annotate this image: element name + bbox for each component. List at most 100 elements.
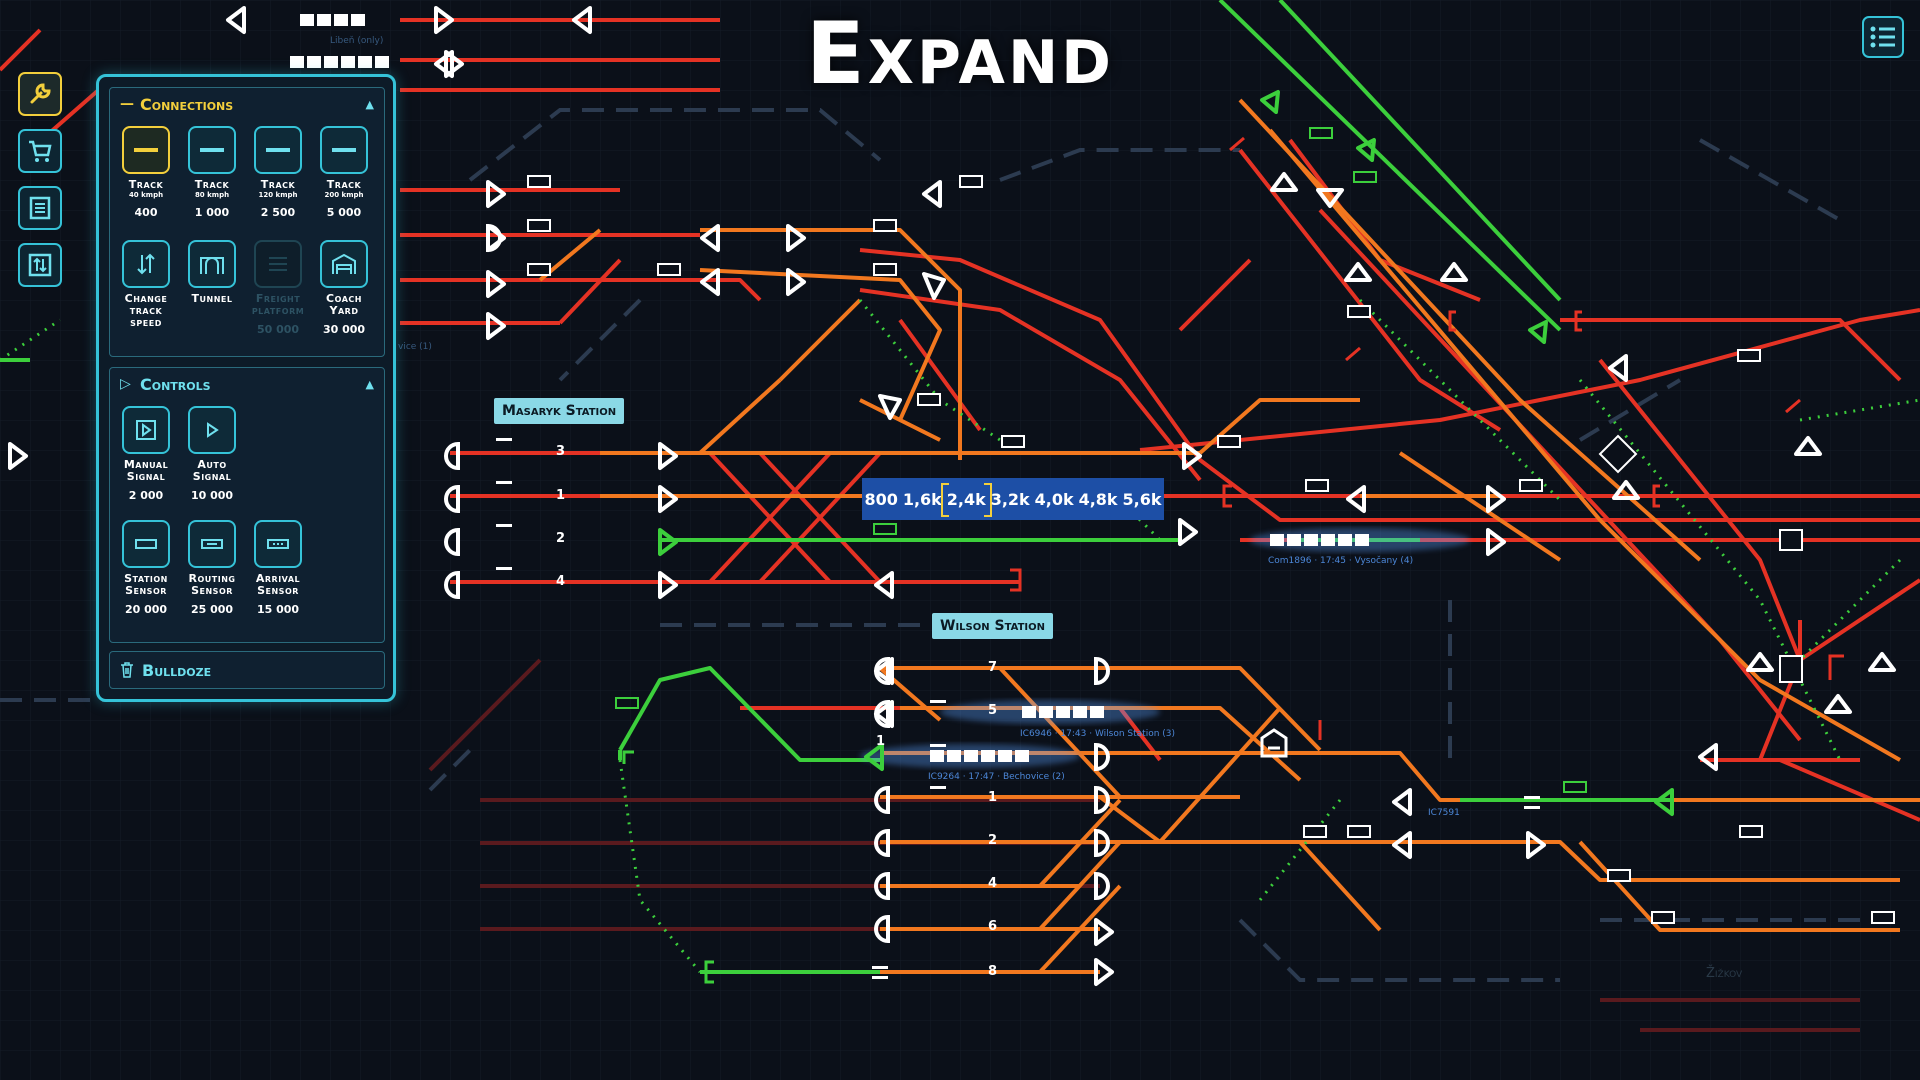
chevron-up-icon[interactable]: ▲ <box>365 97 374 111</box>
station-sensor-item[interactable]: Station Sensor 20 000 <box>116 520 176 616</box>
platform-number: 2 <box>556 531 566 546</box>
item-speed: 40 kmph <box>128 191 164 199</box>
item-price: 50 000 <box>256 323 300 336</box>
routing-sensor-markers[interactable] <box>1598 434 1803 683</box>
tool-rail <box>18 72 64 300</box>
station-label-wilson[interactable]: Wilson Station <box>932 613 1053 639</box>
routing-sensor-item[interactable]: Routing Sensor 25 000 <box>182 520 242 616</box>
speed-option[interactable]: 4,8k <box>1078 489 1118 509</box>
item-price: 25 000 <box>190 603 234 616</box>
green-sensors[interactable] <box>615 127 1587 793</box>
speed-option[interactable]: 3,2k <box>990 489 1030 509</box>
item-price: 15 000 <box>256 603 300 616</box>
speed-option[interactable]: 800 <box>864 489 898 509</box>
platform-number: 8 <box>988 964 998 979</box>
item-name: Routing Sensor <box>188 572 236 597</box>
chevron-up-icon[interactable]: ▲ <box>365 377 374 391</box>
buffer-stops <box>444 223 1110 944</box>
train-label: IC6946 · 17:43 · Wilson Station (3) <box>1020 729 1176 739</box>
speed-option[interactable]: 1,6k <box>902 489 942 509</box>
routing-tool-button[interactable] <box>18 243 62 287</box>
item-price: 20 000 <box>124 603 168 616</box>
item-name: Tunnel <box>191 292 233 305</box>
freight-platform-item[interactable]: Freight platform 50 000 <box>248 240 308 336</box>
green-tracks <box>0 0 1670 974</box>
item-speed: 120 kmph <box>258 191 298 199</box>
track-40-item[interactable]: Track 40 kmph 400 <box>116 126 176 219</box>
platform-number: 6 <box>988 919 998 934</box>
item-name: Track <box>260 178 296 191</box>
coach-yard-item[interactable]: Coach Yard 30 000 <box>314 240 374 336</box>
trash-icon <box>121 662 133 678</box>
speed-selector[interactable]: 800 1,6k 2,4k 3,2k 4,0k 4,8k 5,6k <box>862 478 1164 520</box>
platform-markers <box>496 438 1540 979</box>
signals[interactable] <box>8 6 1896 986</box>
route-swap-icon <box>28 253 52 277</box>
station-label-masaryk[interactable]: Masaryk Station <box>494 398 625 424</box>
wrench-icon <box>30 83 51 104</box>
bulldoze-button[interactable]: Bulldoze <box>109 651 385 689</box>
menu-button[interactable] <box>1862 16 1904 58</box>
item-name: Freight platform <box>251 292 305 317</box>
auto-signal-item[interactable]: Auto Signal 10 000 <box>182 406 242 502</box>
manual-signal-item[interactable]: Manual Signal 2 000 <box>116 406 176 502</box>
item-name: Auto Signal <box>192 458 232 483</box>
track-80-item[interactable]: Track 80 kmph 1 000 <box>182 126 242 219</box>
train-label: IC9264 · 17:47 · Bechovice (2) <box>928 772 1065 782</box>
train-label: IC7591 <box>1428 808 1460 818</box>
flag-markers <box>1010 136 1844 740</box>
item-name: Track <box>326 178 362 191</box>
schedule-tool-button[interactable] <box>18 186 62 230</box>
item-price: 2 000 <box>128 489 164 502</box>
arrival-sensor-icon <box>254 520 302 568</box>
track-icon <box>122 126 170 174</box>
coach-yard-marker[interactable] <box>1260 728 1288 758</box>
expand-arrow-icon: ▷ <box>120 376 131 392</box>
build-tool-button[interactable] <box>18 72 62 116</box>
sensors[interactable] <box>527 175 1895 924</box>
train-label: Com1896 · 17:45 · Vysočany (4) <box>1268 556 1414 566</box>
change-speed-icon <box>122 240 170 288</box>
shop-tool-button[interactable] <box>18 129 62 173</box>
item-name: Track <box>194 178 230 191</box>
track-200-item[interactable]: Track 200 kmph 5 000 <box>314 126 374 219</box>
station-sensor-icon <box>122 520 170 568</box>
item-speed: 80 kmph <box>194 191 230 199</box>
manual-signal-icon <box>122 406 170 454</box>
track-icon <box>254 126 302 174</box>
green-flag-markers <box>622 750 714 984</box>
timetable-icon <box>29 196 51 220</box>
bulldoze-label: Bulldoze <box>142 660 212 680</box>
platform-number: 4 <box>988 876 998 891</box>
change-track-speed-item[interactable]: Change track speed <box>116 240 176 329</box>
platform-number: 1 <box>988 790 998 805</box>
speed-option-selected[interactable]: 2,4k <box>940 482 992 517</box>
item-name: Manual Signal <box>123 458 169 483</box>
tunnel-item[interactable]: Tunnel <box>182 240 242 305</box>
green-signals[interactable] <box>658 90 1674 816</box>
speed-option[interactable]: 4,0k <box>1034 489 1074 509</box>
item-price: 1 000 <box>194 206 230 219</box>
section-title: Connections <box>140 94 234 114</box>
list-menu-icon <box>1870 26 1895 48</box>
item-name: Coach Yard <box>326 292 362 317</box>
trains-layer <box>290 14 1470 768</box>
platform-number: 4 <box>556 574 566 589</box>
item-price: 5 000 <box>326 206 362 219</box>
arrival-sensor-item[interactable]: Arrival Sensor 15 000 <box>248 520 308 616</box>
tunnel-icon <box>188 240 236 288</box>
district-label: Žižkov <box>1706 966 1743 981</box>
orange-tracks <box>538 98 1920 974</box>
item-price: 10 000 <box>190 489 234 502</box>
section-title: Controls <box>140 374 211 394</box>
platform-number: 1 <box>876 734 886 749</box>
item-price: 400 <box>134 206 158 219</box>
connections-header[interactable]: — Connections ▲ <box>110 88 384 120</box>
controls-header[interactable]: ▷ Controls ▲ <box>110 368 384 400</box>
build-panel: — Connections ▲ Track 40 kmph 400 Track … <box>96 74 396 702</box>
routing-sensor-icon <box>188 520 236 568</box>
faint-map-label: vice (1) <box>398 342 432 352</box>
track-120-item[interactable]: Track 120 kmph 2 500 <box>248 126 308 219</box>
track-icon <box>188 126 236 174</box>
speed-option[interactable]: 5,6k <box>1122 489 1162 509</box>
